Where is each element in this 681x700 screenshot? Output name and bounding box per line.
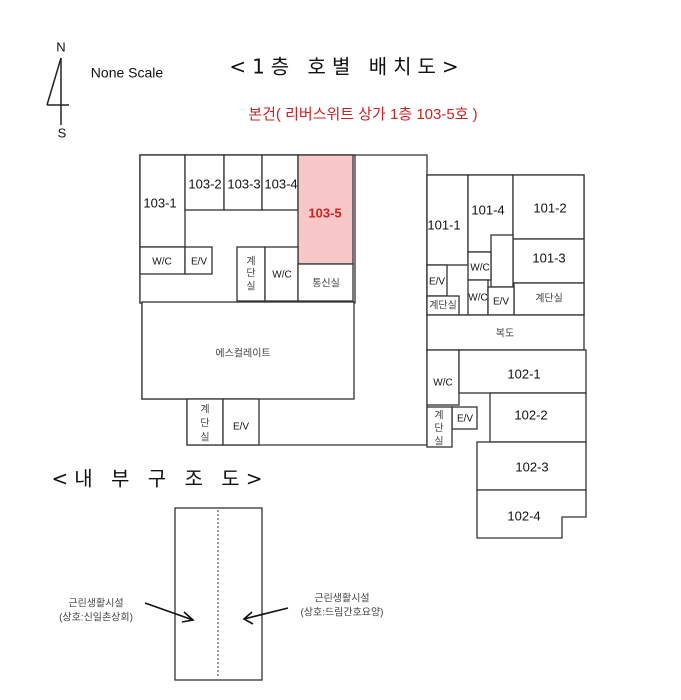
wc-label: W/C: [468, 293, 487, 304]
compass-north: N: [56, 39, 65, 54]
stair-label: 계단실: [429, 300, 457, 312]
stair-label: 계단실: [535, 293, 563, 305]
ev-label: E/V: [191, 257, 207, 268]
unit-103-4: 103-4: [264, 176, 297, 191]
north-arrow-icon: [46, 57, 69, 125]
unit-102-3: 102-3: [515, 459, 548, 474]
ev-label: E/V: [429, 277, 445, 288]
right-unit-name: (상호:드림간호요양): [300, 607, 383, 619]
ev-label: E/V: [233, 422, 249, 433]
stair-label: 실: [246, 281, 255, 293]
unit-103-3: 103-3: [227, 176, 260, 191]
unit-101-2: 101-2: [533, 200, 566, 215]
compass-south: S: [58, 125, 67, 140]
interior-layout: [174, 507, 263, 681]
ev-label: E/V: [493, 297, 509, 308]
unit-102-4: 102-4: [507, 508, 540, 523]
telecom-room-label: 통신실: [312, 278, 340, 290]
right-unit-use: 근린생활시설: [314, 592, 369, 605]
stair-label: 단: [200, 418, 209, 430]
arrow-icon: [144, 602, 289, 625]
stair-label: 실: [434, 436, 443, 448]
left-unit-name: (상호:신일촌상회): [59, 612, 133, 624]
wc-label: W/C: [470, 263, 489, 274]
stair-label: 계: [434, 410, 443, 422]
unit-103-1: 103-1: [143, 195, 176, 210]
building-103: [139, 154, 428, 446]
unit-101-3: 101-3: [532, 250, 565, 265]
unit-101-4: 101-4: [471, 202, 504, 217]
unit-103-5: 103-5: [308, 205, 341, 220]
stair-label: 단: [246, 268, 255, 280]
wc-label: W/C: [272, 270, 291, 281]
interior-title: <내 부 구 조 도>: [52, 467, 269, 491]
stair-label: 계: [246, 256, 255, 268]
building-101-102: [426, 174, 587, 539]
stair-label: 실: [200, 432, 209, 444]
unit-102-1: 102-1: [507, 366, 540, 381]
ev-label: E/V: [457, 414, 473, 425]
stair-label: 계: [200, 404, 209, 416]
left-unit-use: 근린생활시설: [68, 597, 123, 610]
subject-property-subtitle: 본건( 리버스위트 상가 1층 103-5호 ): [248, 106, 477, 123]
page-title: <1층 호별 배치도>: [229, 55, 464, 79]
wc-label: W/C: [152, 257, 171, 268]
wc-label: W/C: [433, 378, 452, 389]
unit-101-1: 101-1: [427, 217, 460, 232]
corridor-label: 복도: [496, 328, 514, 340]
unit-102-2: 102-2: [514, 407, 547, 422]
unit-103-2: 103-2: [188, 176, 221, 191]
stair-label: 단: [434, 423, 443, 435]
scale-note: None Scale: [91, 65, 164, 81]
escalator-label: 에스컬레이트: [215, 347, 270, 360]
